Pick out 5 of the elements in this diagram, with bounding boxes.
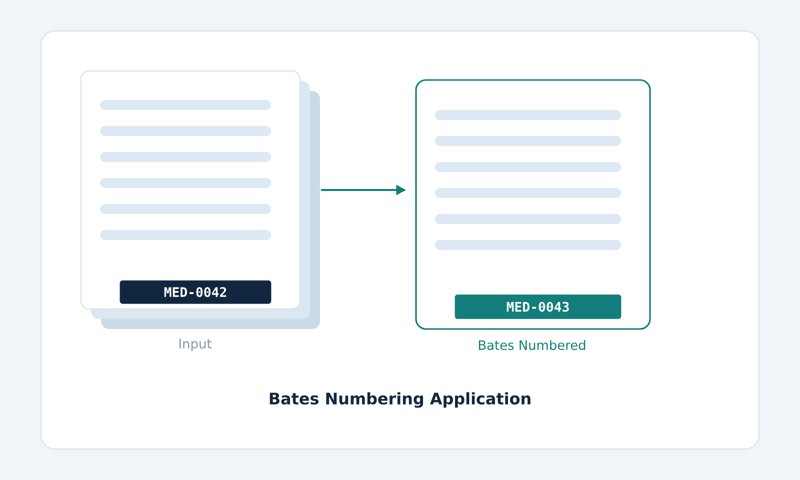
node-label: Input [180, 338, 212, 352]
bates-stamp: MED-0042 [120, 280, 272, 304]
node-label: Bates Numbered [478, 340, 586, 350]
bates-stamp: MED-0043 [454, 294, 622, 319]
title: Bates Numbering Application [270, 392, 530, 408]
